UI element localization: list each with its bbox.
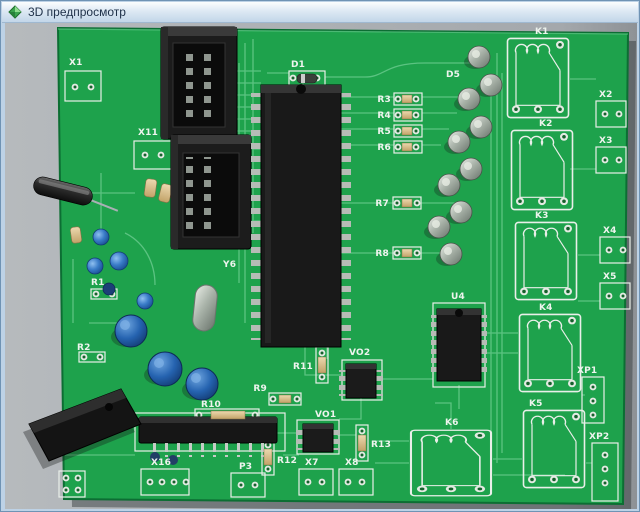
label-vo2: VO2 bbox=[349, 348, 370, 358]
label-r7: R7 bbox=[375, 199, 389, 209]
label-y6: Y6 bbox=[222, 260, 236, 270]
label-x3: X3 bbox=[599, 136, 613, 146]
label-r1: R1 bbox=[91, 278, 105, 288]
label-x5: X5 bbox=[603, 272, 617, 282]
label-u4: U4 bbox=[451, 292, 465, 302]
label-r8: R8 bbox=[375, 249, 389, 259]
label-x4: X4 bbox=[603, 226, 617, 236]
label-d1: D1 bbox=[291, 60, 305, 70]
idc-connector-2 bbox=[170, 134, 252, 250]
components bbox=[23, 26, 503, 469]
reference-labels: X1 X11 D1 D5 R3 R4 R5 R6 R7 R8 K1 K2 K3 … bbox=[69, 27, 617, 472]
cylindrical-leds bbox=[424, 45, 503, 266]
label-x8: X8 bbox=[345, 458, 359, 468]
label-r9: R9 bbox=[253, 384, 267, 394]
label-k5: K5 bbox=[529, 399, 543, 409]
resistor-bodies bbox=[210, 94, 413, 466]
to220-transistor bbox=[23, 388, 142, 469]
board-edge-highlight bbox=[57, 28, 629, 35]
blue-capacitors bbox=[86, 228, 219, 401]
optocoupler-vo2 bbox=[339, 363, 383, 399]
title-bar[interactable]: 3D предпросмотр bbox=[2, 2, 638, 23]
label-r10: R10 bbox=[201, 400, 221, 410]
preview-canvas[interactable]: X1 X11 D1 D5 R3 R4 R5 R6 R7 R8 K1 K2 K3 … bbox=[5, 23, 637, 511]
optocoupler-vo1 bbox=[296, 423, 340, 453]
label-r13: R13 bbox=[371, 440, 391, 450]
label-k2: K2 bbox=[539, 119, 553, 129]
label-vo1: VO1 bbox=[315, 410, 336, 420]
label-r12: R12 bbox=[277, 456, 297, 466]
idc-connector-1 bbox=[160, 26, 238, 140]
label-r3: R3 bbox=[377, 95, 391, 105]
label-r4: R4 bbox=[377, 111, 391, 121]
window-title: 3D предпросмотр bbox=[28, 5, 126, 19]
app-icon bbox=[8, 5, 22, 19]
label-x7: X7 bbox=[305, 458, 319, 468]
crystal-y6 bbox=[192, 284, 218, 332]
label-x1: X1 bbox=[69, 58, 83, 68]
label-x11: X11 bbox=[138, 128, 158, 138]
dip40-mcu bbox=[251, 84, 351, 348]
copper-traces bbox=[65, 39, 600, 476]
label-p3: P3 bbox=[239, 462, 252, 472]
label-k1: K1 bbox=[535, 27, 549, 37]
diode-d1 bbox=[296, 73, 318, 84]
dip16-u4 bbox=[431, 308, 487, 382]
label-xp2: XP2 bbox=[589, 432, 609, 442]
label-x2: X2 bbox=[599, 90, 613, 100]
label-xp1: XP1 bbox=[577, 366, 597, 376]
label-k4: K4 bbox=[539, 303, 553, 313]
label-r2: R2 bbox=[77, 343, 91, 353]
pin-header-strip bbox=[138, 416, 278, 465]
label-k3: K3 bbox=[535, 211, 549, 221]
pcb-3d-render: X1 X11 D1 D5 R3 R4 R5 R6 R7 R8 K1 K2 K3 … bbox=[5, 23, 637, 511]
axial-diode bbox=[33, 176, 119, 212]
label-k6: K6 bbox=[445, 418, 459, 428]
label-r6: R6 bbox=[377, 143, 391, 153]
label-d5: D5 bbox=[446, 70, 460, 80]
label-r11: R11 bbox=[293, 362, 313, 372]
label-r5: R5 bbox=[377, 127, 391, 137]
label-x16: X16 bbox=[151, 458, 171, 468]
